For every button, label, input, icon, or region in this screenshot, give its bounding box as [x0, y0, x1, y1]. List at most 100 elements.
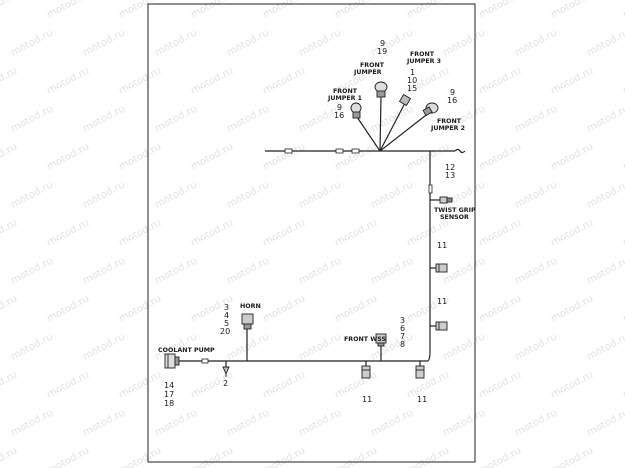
front-jumper-3-label-line1: FRONT [410, 51, 435, 58]
right-connector-lower-num: 11 [437, 297, 447, 306]
watermark-text: motod.ru [549, 0, 595, 21]
watermark-text: motod.ru [333, 217, 379, 248]
watermark-text: motod.ru [261, 65, 307, 96]
front-jumper-1-connector [350, 102, 362, 119]
watermark-text: motod.ru [549, 293, 595, 324]
watermark-text: motod.ru [189, 141, 235, 172]
watermark-text: motod.ru [549, 217, 595, 248]
watermark-text: motod.ru [117, 0, 163, 21]
watermark-text: motod.ru [297, 255, 343, 286]
watermark-text: motod.ru [0, 0, 19, 21]
watermark-text: motod.ru [369, 255, 415, 286]
watermark-text: motod.ru [189, 369, 235, 400]
watermark-text: motod.ru [405, 445, 451, 468]
watermark-text: motod.ru [225, 27, 271, 58]
jumper-1-num-1: 9 [337, 103, 342, 112]
watermark-text: motod.ru [0, 369, 19, 400]
watermark-text: motod.ru [9, 331, 55, 362]
watermark-text: motod.ru [585, 331, 625, 362]
watermark-text: motod.ru [621, 293, 625, 324]
watermark-text: motod.ru [513, 179, 559, 210]
watermark-text: motod.ru [45, 141, 91, 172]
watermark-text: motod.ru [477, 369, 523, 400]
watermark-text: motod.ru [477, 293, 523, 324]
front-jumper-1-label-line2: JUMPER 1 [327, 95, 362, 102]
watermark-text: motod.ru [9, 103, 55, 134]
watermark-text: motod.ru [81, 103, 127, 134]
watermark-text: motod.ru [225, 179, 271, 210]
front-jumper-top-connector [374, 81, 388, 98]
watermark-text: motod.ru [477, 217, 523, 248]
watermark-text: motod.ru [585, 179, 625, 210]
watermark-text: motod.ru [117, 293, 163, 324]
watermark-text: motod.ru [549, 65, 595, 96]
watermark-text: motod.ru [621, 369, 625, 400]
watermark-text: motod.ru [369, 179, 415, 210]
right-connector-upper-num: 11 [437, 241, 447, 250]
watermark-text: motod.ru [441, 331, 487, 362]
watermark-text: motod.ru [261, 293, 307, 324]
front-wss-num-2: 6 [400, 324, 405, 333]
watermark-text: motod.ru [441, 179, 487, 210]
coolant-pump-num-3: 18 [164, 399, 174, 408]
front-jumper-1-label-line1: FRONT [333, 88, 358, 95]
front-jumper-3-label-line2: JUMPER 3 [406, 58, 441, 65]
watermark-text: motod.ru [45, 217, 91, 248]
watermark-text: motod.ru [261, 217, 307, 248]
watermark-text: motod.ru [261, 141, 307, 172]
watermark-text: motod.ru [513, 255, 559, 286]
watermark-text: motod.ru [45, 369, 91, 400]
watermark-text: motod.ru [261, 0, 307, 21]
watermark-text: motod.ru [117, 217, 163, 248]
jumper-top-num-2: 19 [377, 47, 387, 56]
watermark-text: motod.ru [81, 407, 127, 438]
watermark-text: motod.ru [513, 27, 559, 58]
watermark-text: motod.ru [621, 141, 625, 172]
coolant-pump-connector [164, 353, 180, 369]
watermark-text: motod.ru [297, 179, 343, 210]
front-wss-num-3: 7 [400, 332, 405, 341]
watermark-text: motod.ru [333, 0, 379, 21]
bottom-right-connector-num: 11 [417, 395, 427, 404]
watermark-text: motod.ru [333, 445, 379, 468]
jumper-3-num-2: 10 [407, 76, 417, 85]
jumper-2-num-2: 16 [447, 96, 457, 105]
watermark-text: motod.ru [189, 65, 235, 96]
coolant-pump-num-2: 17 [164, 390, 174, 399]
horn-num-4: 20 [220, 327, 230, 336]
watermark-text: motod.ru [153, 179, 199, 210]
watermark-text: motod.ru [621, 0, 625, 21]
watermark-text: motod.ru [333, 293, 379, 324]
watermark-text: motod.ru [117, 369, 163, 400]
twist-grip-num-2: 13 [445, 171, 455, 180]
watermark-text: motod.ru [585, 255, 625, 286]
harness-lines [178, 96, 466, 367]
watermark-text: motod.ru [333, 141, 379, 172]
watermark-text: motod.ru [153, 27, 199, 58]
watermark-text: motod.ru [369, 103, 415, 134]
horn-num-3: 5 [224, 319, 229, 328]
watermark-text: motod.ru [225, 331, 271, 362]
front-jumper-2-label-line1: FRONT [437, 118, 462, 125]
bottom-left-connector-num: 11 [362, 395, 372, 404]
watermark-text: motod.ru [585, 27, 625, 58]
watermark-text: motod.ru [549, 141, 595, 172]
coolant-pump-label: COOLANT PUMP [158, 347, 215, 354]
watermark-text: motod.ru [9, 179, 55, 210]
watermark-text: motod.ru [153, 407, 199, 438]
watermark-text: motod.ru [441, 407, 487, 438]
horn-num-1: 3 [224, 303, 229, 312]
watermark-text: motod.ru [117, 65, 163, 96]
watermark-text: motod.ru [477, 65, 523, 96]
bottom-right-connector [415, 365, 425, 379]
watermark-text: motod.ru [585, 103, 625, 134]
ground-terminal [222, 366, 230, 377]
watermark-text: motod.ru [477, 141, 523, 172]
watermark-text: motod.ru [549, 369, 595, 400]
front-jumper-2-label-line2: JUMPER 2 [430, 125, 465, 132]
watermark-text: motod.ru [81, 331, 127, 362]
watermark-text: motod.ru [477, 445, 523, 468]
twist-grip-connector [439, 196, 453, 204]
watermark-text: motod.ru [117, 141, 163, 172]
watermark-text: motod.ru [621, 217, 625, 248]
